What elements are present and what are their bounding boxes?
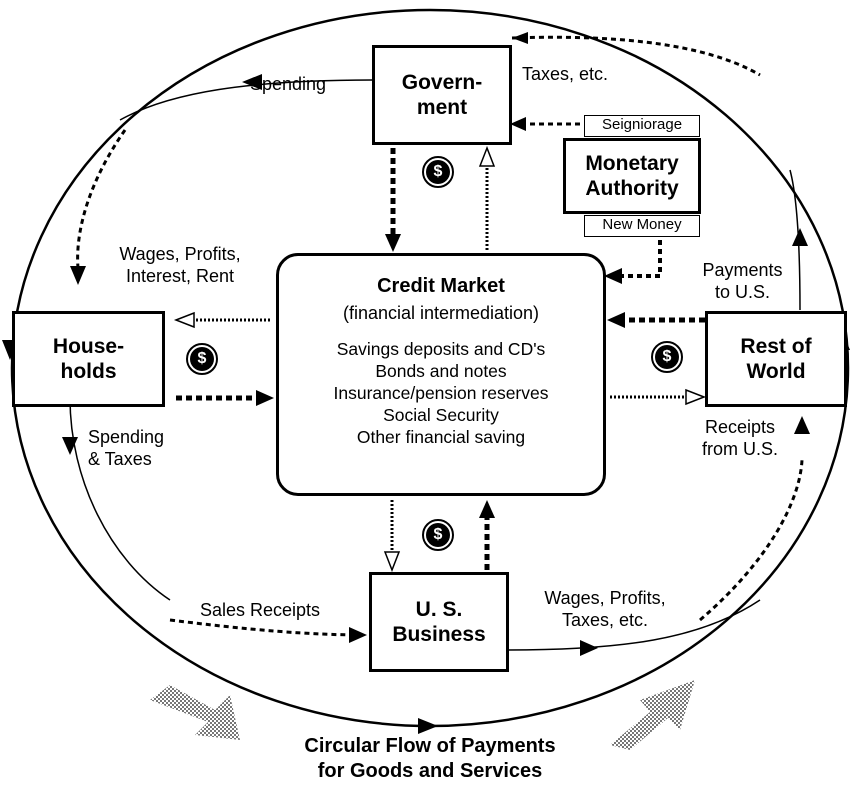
credit-market-item: Social Security	[383, 405, 499, 425]
dollar-icon: $	[422, 519, 454, 551]
receipts-from-us-label-line2: from U.S.	[701, 439, 778, 459]
monetary-authority-box: Monetary Authority	[563, 138, 701, 214]
households-label: House- holds	[52, 335, 125, 383]
us-business-label: U. S. Business	[392, 598, 486, 646]
credit-market-subtitle: (financial intermediation)	[342, 303, 540, 323]
payments-to-us-label-line2: to U.S.	[714, 282, 771, 302]
hatched-flow-arrows	[150, 680, 695, 750]
wages-dotted-line	[76, 129, 127, 269]
credit-market-item: Savings deposits and CD's	[336, 339, 546, 359]
gov-spending-line	[119, 79, 373, 121]
seigniorage-box: Seigniorage	[584, 115, 700, 137]
taxes-arrowhead	[512, 32, 528, 44]
taxes-label: Taxes, etc.	[522, 64, 609, 84]
caption-line1: Circular Flow of Payments	[304, 735, 556, 757]
government-box: Govern- ment	[372, 45, 512, 145]
new-money-line	[612, 240, 662, 278]
spending-label: Spending	[250, 74, 327, 94]
credit-market-title: Credit Market	[377, 275, 505, 297]
rest-of-world-box: Rest of World	[705, 311, 847, 407]
credit-market-item: Other financial saving	[356, 427, 526, 447]
diagram-caption: Circular Flow of Payments for Goods and …	[200, 734, 660, 784]
credit-market-item: Insurance/pension reserves	[333, 383, 549, 403]
receipts-from-us-label-line1: Receipts	[704, 417, 776, 437]
gov-spending-arrowhead	[246, 77, 262, 89]
spending-taxes-label-line1: Spending	[88, 427, 165, 447]
new-money-box: New Money	[584, 215, 700, 237]
sales-receipts-label: Sales Receipts	[200, 600, 321, 620]
monetary-authority-label: Monetary Authority	[585, 152, 679, 200]
wages-interest-label-line2: Interest, Rent	[125, 266, 235, 286]
dollar-icon: $	[651, 341, 683, 373]
spending-taxes-label-line2: & Taxes	[88, 449, 152, 469]
government-label: Govern- ment	[401, 71, 483, 119]
credit-market-box: Credit Market (financial intermediation)…	[276, 253, 606, 496]
payments-to-us-label-line1: Payments	[702, 260, 783, 280]
wages-taxes-label-line2: Taxes, etc.	[561, 610, 649, 630]
households-box: House- holds	[12, 311, 165, 407]
dollar-icon: $	[186, 343, 218, 375]
wages-taxes-label-line1: Wages, Profits,	[544, 588, 666, 608]
us-business-box: U. S. Business	[369, 572, 509, 672]
wages-interest-label-line1: Wages, Profits,	[119, 244, 241, 264]
dollar-icon: $	[422, 156, 454, 188]
sales-receipts-line	[169, 618, 366, 637]
rest-of-world-label: Rest of World	[740, 335, 812, 383]
business-wages-line	[507, 599, 761, 651]
credit-market-item: Bonds and notes	[375, 361, 507, 381]
new-money-label: New Money	[602, 216, 682, 233]
caption-line2: for Goods and Services	[317, 760, 543, 782]
household-spending-line	[69, 397, 171, 601]
seigniorage-label: Seigniorage	[601, 116, 683, 133]
taxes-dotted-line	[511, 35, 761, 77]
